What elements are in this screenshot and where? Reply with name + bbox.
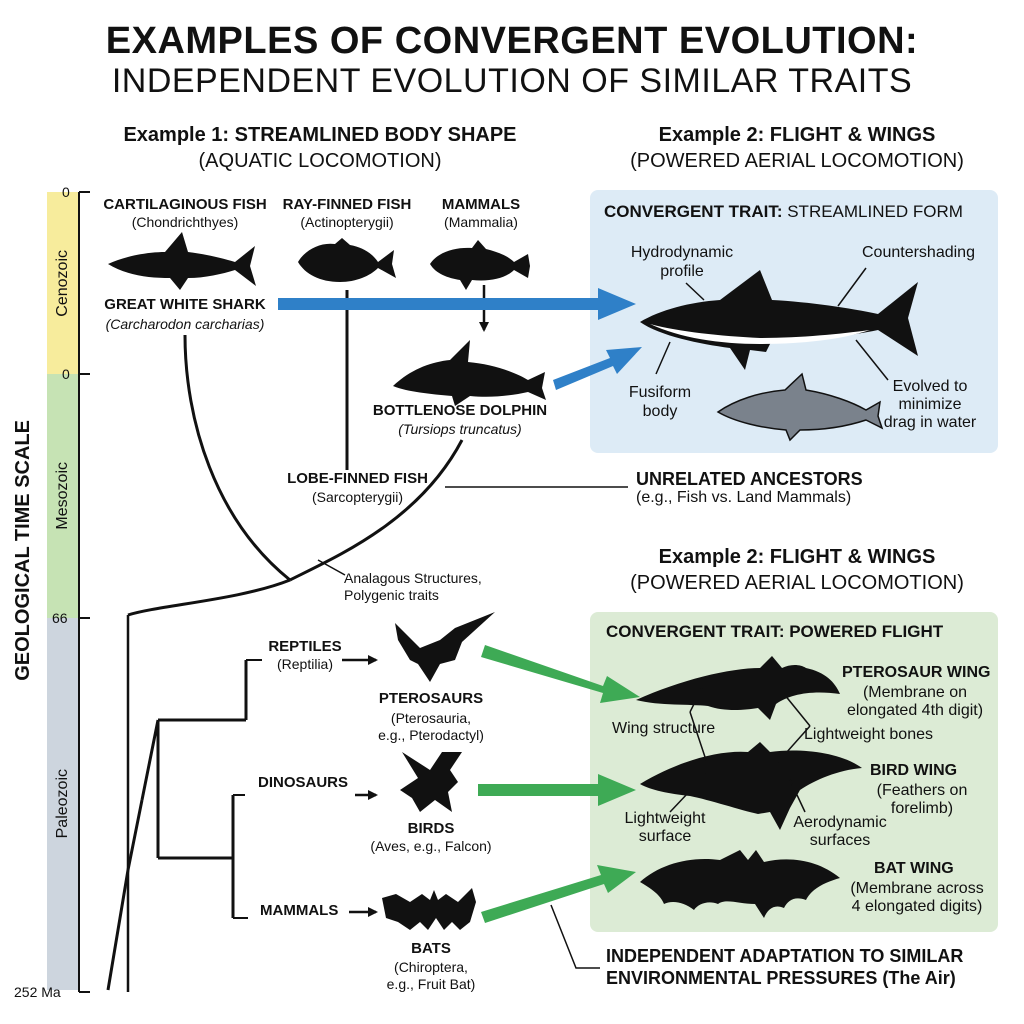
ray-finned-fish-icon — [298, 238, 396, 282]
tick-label-top: 0 — [62, 184, 70, 200]
example1-subheading: (AQUATIC LOCOMOTION) — [198, 150, 442, 172]
pterosaurs-sci2: e.g., Pterodactyl) — [378, 727, 484, 743]
unrelated-ancestors-sub: (e.g., Fish vs. Land Mammals) — [636, 489, 852, 506]
panel1-title-bold: CONVERGENT TRAIT: — [604, 202, 783, 221]
pterosaur-wing-desc2: elongated 4th digit) — [846, 702, 984, 719]
bottlenose-dolphin-label: BOTTLENOSE DOLPHIN — [372, 402, 548, 419]
tick-label-mid: 0 — [62, 366, 70, 382]
dolphin-silhouette-icon — [393, 340, 546, 406]
green-arrows — [478, 645, 640, 923]
blue-arrows — [278, 288, 642, 390]
minimize-label: minimize — [898, 396, 962, 413]
panel1-title-rest: STREAMLINED FORM — [782, 202, 963, 221]
dinosaurs-label: DINOSAURS — [258, 774, 349, 791]
bird-wing-desc1: (Feathers on — [876, 782, 968, 799]
cartilaginous-fish-label: CARTILAGINOUS FISH — [103, 196, 267, 213]
example2-subheading: (POWERED AERIAL LOCOMOTION) — [630, 150, 964, 172]
bats-label: BATS — [411, 940, 451, 957]
time-scale — [47, 191, 90, 993]
ray-finned-fish-label: RAY-FINNED FISH — [282, 196, 412, 213]
era-cenozoic-band — [47, 192, 79, 374]
countershading-label: Countershading — [862, 244, 975, 261]
example2-heading: Example 2: FLIGHT & WINGS — [658, 124, 936, 146]
bats-sci2: e.g., Fruit Bat) — [386, 976, 476, 992]
pterosaur-silhouette-icon — [395, 612, 495, 682]
flight-tree — [106, 659, 262, 991]
birds-label: BIRDS — [407, 820, 455, 837]
paleozoic-wrap: Paleozoic — [47, 618, 79, 990]
body-label: body — [642, 403, 678, 420]
aerodynamic-label2: surfaces — [809, 832, 871, 849]
pterosaur-wing-label: PTEROSAUR WING — [842, 664, 991, 681]
bottlenose-dolphin-sci: (Tursiops truncatus) — [398, 421, 522, 437]
time-scale-label: GEOLOGICAL TIME SCALE — [11, 419, 34, 681]
fusiform-label: Fusiform — [628, 384, 692, 401]
era-mesozoic-band — [47, 374, 79, 618]
profile-label: profile — [660, 263, 704, 280]
pterosaurs-label: PTEROSAURS — [378, 690, 484, 707]
lightweight-surface-label1: Lightweight — [624, 810, 706, 827]
mammals-sci: (Mammalia) — [444, 214, 518, 230]
bats-sci1: (Chiroptera, — [394, 959, 468, 975]
mammal-fish-icon — [430, 240, 530, 290]
example2b-subheading: (POWERED AERIAL LOCOMOTION) — [630, 572, 964, 594]
main-title: EXAMPLES OF CONVERGENT EVOLUTION: — [105, 20, 919, 62]
lobe-finned-fish-sci: (Sarcopterygii) — [311, 489, 404, 505]
era-paleozoic-label: Paleozoic — [54, 769, 71, 839]
drag-label: drag in water — [883, 414, 977, 431]
cartilaginous-fish-sci: (Chondrichthyes) — [131, 214, 239, 230]
era-mesozoic-label: Mesozoic — [54, 462, 71, 530]
pterosaurs-sci1: (Pterosauria, — [390, 710, 472, 726]
bat-wing-desc2: 4 elongated digits) — [851, 898, 983, 915]
dolphin-large-icon — [716, 372, 884, 442]
bat-wing-icon — [640, 850, 840, 918]
ray-finned-fish-sci: (Actinopterygii) — [300, 214, 394, 230]
era-paleozoic-band — [47, 618, 79, 990]
great-white-shark-sci: (Carcharodon carcharias) — [105, 316, 265, 332]
birds-sci: (Aves, e.g., Falcon) — [370, 838, 492, 854]
aquatic-tree — [126, 285, 489, 992]
tick-label-252: 252 Ma — [14, 984, 61, 1000]
bird-silhouette-icon — [400, 752, 462, 812]
main-subtitle: INDEPENDENT EVOLUTION OF SIMILAR TRAITS — [111, 62, 913, 100]
tick-label-66: 66 — [52, 610, 68, 626]
lobe-finned-fish-label: LOBE-FINNED FISH — [287, 470, 428, 487]
panel1-title: CONVERGENT TRAIT: STREAMLINED FORM — [604, 202, 963, 222]
era-cenozoic-label: Cenozoic — [54, 249, 71, 317]
bird-wing-label: BIRD WING — [870, 762, 958, 779]
bird-wing-icon — [640, 742, 862, 830]
flight-mammals-label: MAMMALS — [260, 902, 339, 919]
bird-wing-desc2: forelimb) — [890, 800, 954, 817]
lightweight-surface-label2: surface — [638, 828, 692, 845]
evolved-label: Evolved to — [892, 378, 968, 395]
example2b-heading: Example 2: FLIGHT & WINGS — [658, 546, 936, 568]
mesozoic-wrap: Mesozoic — [47, 374, 79, 618]
aerodynamic-label1: Aerodynamic — [793, 814, 887, 831]
example1-heading: Example 1: STREAMLINED BODY SHAPE — [123, 124, 517, 146]
bat-silhouette-icon — [382, 888, 476, 930]
analogous-structures-note: Analagous Structures, — [344, 570, 482, 586]
great-white-shark-label: GREAT WHITE SHARK — [104, 296, 266, 313]
unrelated-ancestors-label: UNRELATED ANCESTORS — [636, 469, 863, 489]
reptiles-sci: (Reptilia) — [276, 656, 333, 672]
time-scale-label-wrap: GEOLOGICAL TIME SCALE — [10, 400, 36, 700]
pterosaur-wing-desc1: (Membrane on — [862, 684, 968, 701]
independent-adaptation-line2: ENVIRONMENTAL PRESSURES (The Air) — [606, 968, 956, 988]
independent-adaptation-line1: INDEPENDENT ADAPTATION TO SIMILAR — [606, 946, 964, 966]
polygenic-traits-note: Polygenic traits — [344, 587, 439, 603]
cenozoic-wrap: Cenozoic — [47, 192, 79, 374]
mammals-label: MAMMALS — [441, 196, 521, 213]
great-white-shark-large-icon — [640, 270, 918, 370]
wing-structure-label: Wing structure — [612, 720, 716, 737]
hydrodynamic-label: Hydrodynamic — [630, 244, 734, 261]
panel2-title: CONVERGENT TRAIT: POWERED FLIGHT — [606, 622, 944, 641]
bat-wing-label: BAT WING — [874, 860, 954, 877]
bat-wing-desc1: (Membrane across — [850, 880, 984, 897]
shark-silhouette-icon — [108, 232, 256, 290]
lightweight-bones-label: Lightweight bones — [804, 726, 933, 743]
reptiles-label: REPTILES — [268, 638, 342, 655]
pterosaur-wing-icon — [636, 656, 840, 720]
